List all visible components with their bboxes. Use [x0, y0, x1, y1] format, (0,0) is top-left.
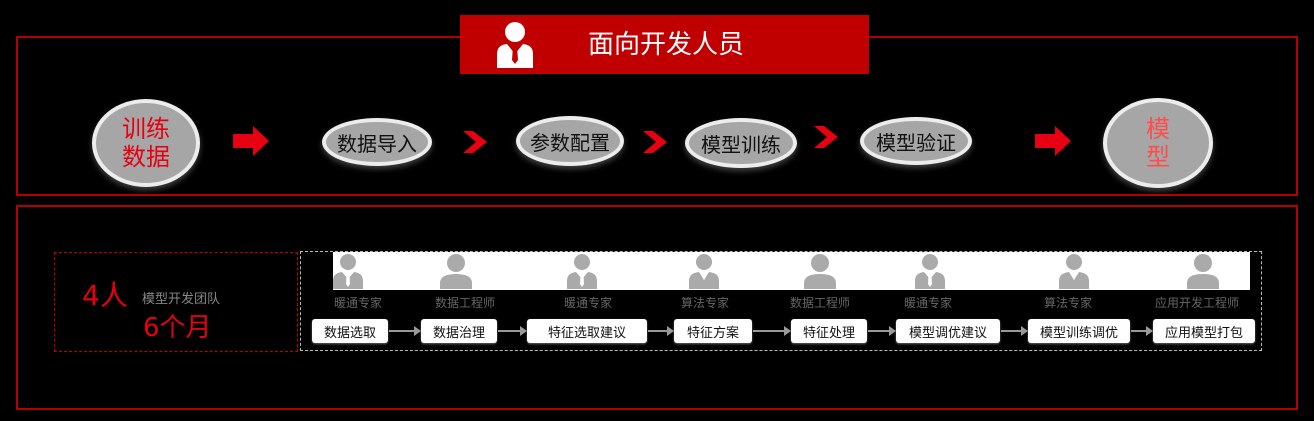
connector-arrow [1131, 326, 1153, 336]
step-model-validation: 模型验证 [860, 117, 972, 165]
role-label: 暖通专家 [903, 296, 953, 310]
person-tie-icon [333, 254, 363, 289]
model-node: 模型 [1103, 98, 1213, 188]
process-step: 数据选取 [312, 319, 388, 343]
process-step: 数据治理 [421, 319, 497, 343]
step-parameter-config: 参数配置 [516, 116, 624, 166]
block-arrow-icon [1035, 126, 1071, 156]
role-label: 应用开发工程师 [1154, 296, 1240, 310]
banner-title: 面向开发人员 [588, 30, 745, 60]
person-tie-icon [567, 254, 597, 289]
businessman-icon [497, 22, 533, 68]
role-icon-strip [333, 252, 1250, 290]
step-model-training-label: 模型训练 [701, 132, 781, 157]
person-tie-icon [915, 254, 945, 289]
person-icon [804, 254, 836, 289]
training-data-line2: 数据 [122, 143, 170, 171]
process-step: 模型调优建议 [896, 319, 1000, 343]
team-section-frame [16, 205, 1298, 410]
connector-arrow [868, 326, 896, 336]
team-count: 4人 [82, 279, 128, 312]
step-model-validation-label: 模型验证 [876, 130, 956, 155]
process-step: 特征方案 [674, 319, 752, 343]
step-model-training: 模型训练 [685, 118, 797, 168]
training-data-line1: 训练 [122, 115, 170, 143]
block-arrow-icon [233, 126, 269, 156]
role-label: 算法专家 [1043, 296, 1093, 310]
process-box [300, 251, 1262, 351]
role-label: 算法专家 [680, 296, 730, 310]
connector-arrow [753, 326, 791, 336]
connector-arrow [389, 326, 421, 336]
person-shirt-icon [689, 254, 719, 289]
model-line1: 模 [1146, 115, 1170, 143]
chevron-right-icon [643, 131, 667, 153]
process-step: 模型训练调优 [1028, 319, 1130, 343]
role-label: 数据工程师 [434, 296, 496, 310]
team-duration: 6个月 [143, 313, 212, 343]
team-label: 模型开发团队 [142, 292, 221, 307]
person-icon [1187, 254, 1219, 289]
person-icon [440, 254, 472, 289]
role-label: 暖通专家 [563, 296, 613, 310]
role-label: 暖通专家 [333, 296, 383, 310]
model-line2: 型 [1146, 143, 1170, 171]
team-box [54, 252, 298, 352]
chevron-right-icon [814, 126, 838, 148]
training-data-node: 训练数据 [92, 99, 200, 187]
role-label: 数据工程师 [789, 296, 851, 310]
person-shirt-icon [1059, 254, 1089, 289]
step-parameter-config-label: 参数配置 [530, 130, 610, 155]
connector-arrow [1001, 326, 1028, 336]
chevron-right-icon [463, 131, 487, 153]
connector-arrow [648, 326, 674, 336]
step-data-import: 数据导入 [322, 118, 432, 166]
process-step: 应用模型打包 [1153, 319, 1255, 343]
process-step: 特征选取建议 [527, 319, 647, 343]
connector-arrow [498, 326, 527, 336]
process-step: 特征处理 [791, 319, 867, 343]
step-data-import-label: 数据导入 [337, 131, 417, 156]
